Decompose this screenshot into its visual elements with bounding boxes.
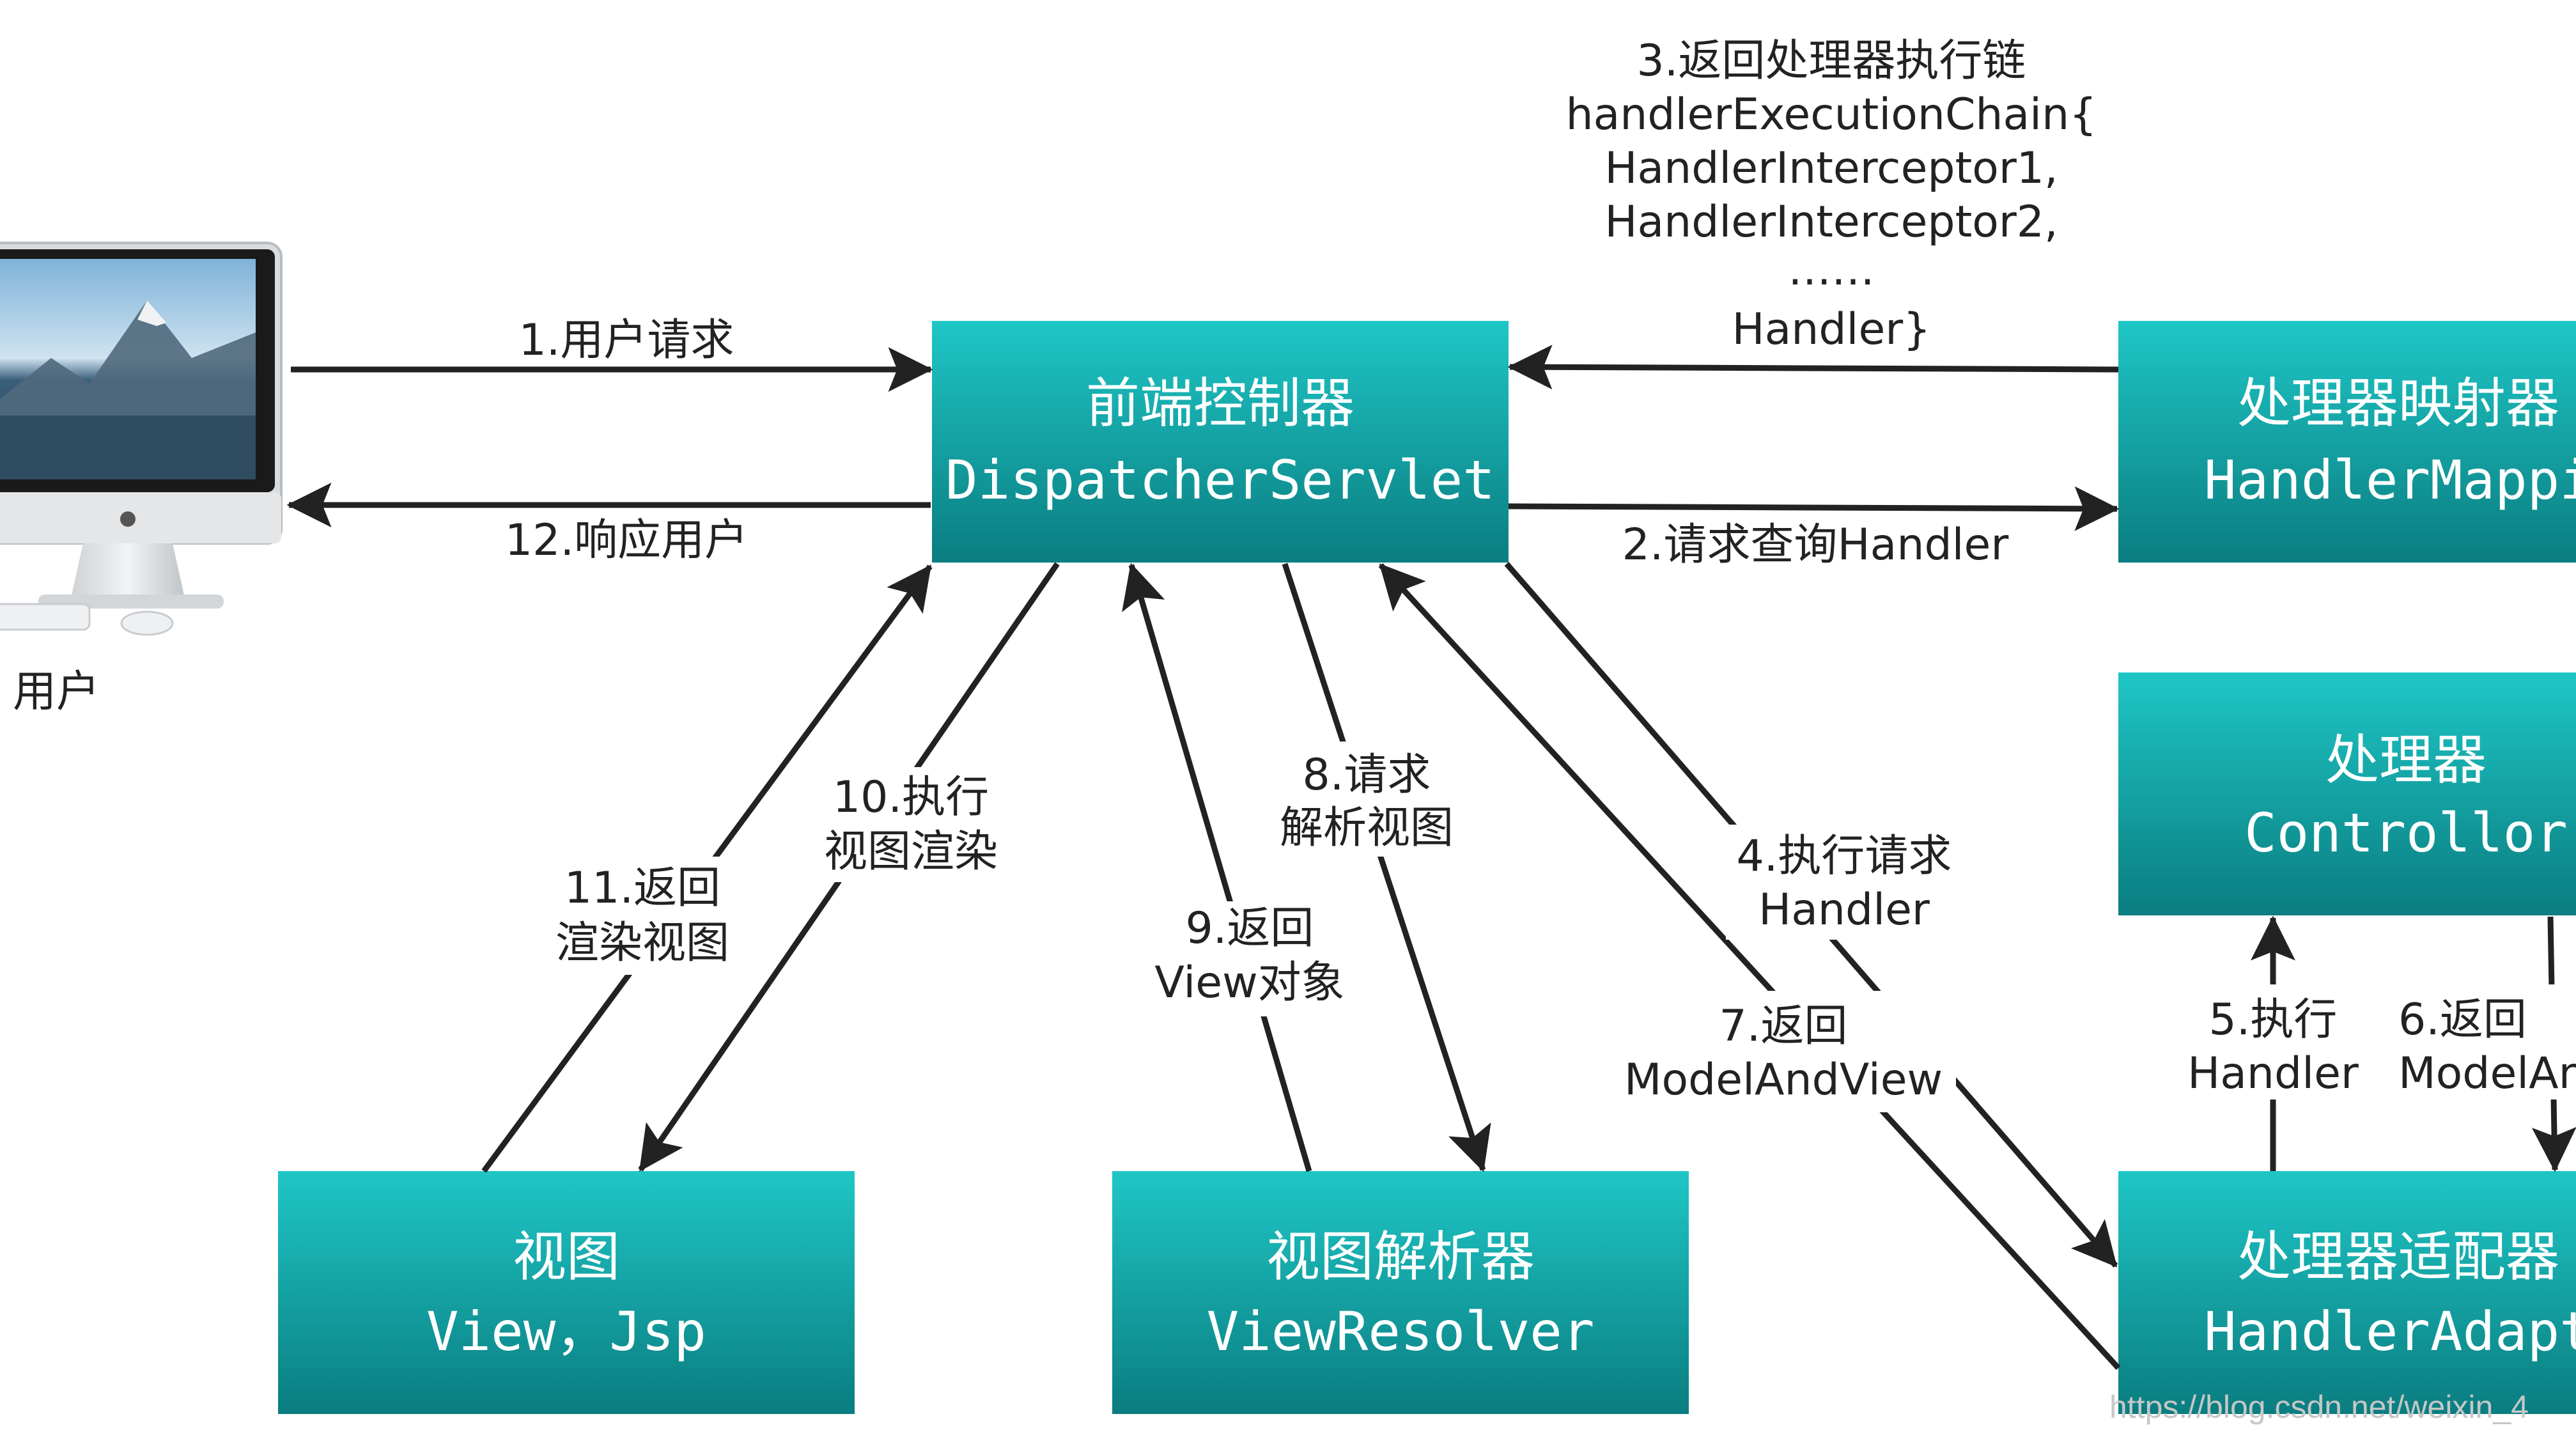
view-title: 视图: [513, 1225, 620, 1288]
controller-title: 处理器: [2325, 729, 2487, 791]
handler-adapter-subtitle: HandlerAdaptor: [2204, 1300, 2576, 1363]
watermark-text: https://blog.csdn.net/weixin_4: [2109, 1389, 2529, 1425]
view-box: 视图 View，Jsp: [278, 1171, 855, 1414]
label-step1: 1.用户请求: [519, 315, 734, 366]
handler-mapping-subtitle: HandlerMapping: [2204, 449, 2576, 511]
svg-text:5.执行: 5.执行: [2209, 995, 2338, 1045]
desktop-computer-icon: [0, 242, 283, 636]
label-step7: 7.返回 ModelAndView: [1624, 1001, 1943, 1105]
label-step6: 6.返回 ModelAndView: [2398, 995, 2576, 1099]
svg-text:Handler}: Handler}: [1732, 304, 1930, 355]
view-resolver-title: 视图解析器: [1266, 1225, 1535, 1288]
label-step4: 4.执行请求 Handler: [1737, 831, 1952, 935]
svg-text:9.返回: 9.返回: [1186, 903, 1314, 954]
svg-text:10.执行: 10.执行: [833, 772, 989, 823]
svg-text:渲染视图: 渲染视图: [555, 918, 729, 968]
svg-text:View对象: View对象: [1154, 958, 1344, 1008]
view-resolver-subtitle: ViewResolver: [1207, 1300, 1595, 1363]
label-step10: 10.执行 视图渲染: [824, 772, 998, 877]
svg-text:ModelAndView: ModelAndView: [1624, 1055, 1943, 1105]
handler-mapping-title: 处理器映射器: [2237, 372, 2559, 435]
svg-text:7.返回: 7.返回: [1719, 1001, 1848, 1052]
handler-mapping-box: 处理器映射器 HandlerMapping: [2118, 321, 2576, 563]
arrow-step8: [1282, 563, 1491, 1172]
handler-adapter-title: 处理器适配器: [2237, 1225, 2559, 1288]
label-step12: 12.响应用户: [505, 515, 748, 566]
handler-adapter-box: 处理器适配器 HandlerAdaptor: [2118, 1171, 2576, 1414]
svg-text:8.请求: 8.请求: [1303, 750, 1431, 800]
arrow-step2: [1508, 486, 2120, 531]
dispatcher-servlet-box: 前端控制器 DispatcherServlet: [932, 321, 1509, 563]
svg-text:HandlerInterceptor2,: HandlerInterceptor2,: [1604, 197, 2058, 247]
label-step5: 5.执行 Handler: [2187, 995, 2359, 1099]
arrow-step7: [1378, 563, 2121, 1371]
svg-text:Handler: Handler: [2187, 1048, 2359, 1099]
svg-text:……: ……: [1788, 245, 1875, 295]
svg-text:HandlerInterceptor1,: HandlerInterceptor1,: [1604, 143, 2058, 194]
svg-text:4.执行请求: 4.执行请求: [1737, 831, 1952, 882]
dispatcher-title: 前端控制器: [1086, 372, 1354, 435]
svg-text:6.返回: 6.返回: [2398, 995, 2527, 1045]
controller-subtitle: Controllor: [2244, 802, 2568, 864]
svg-text:handlerExecutionChain{: handlerExecutionChain{: [1566, 89, 2097, 140]
label-step3: 3.返回处理器执行链 handlerExecutionChain{ Handle…: [1566, 36, 2097, 355]
dispatcher-subtitle: DispatcherServlet: [945, 449, 1495, 511]
label-step11: 11.返回 渲染视图: [555, 863, 729, 968]
arrow-step9: [1122, 563, 1312, 1172]
svg-text:3.返回处理器执行链: 3.返回处理器执行链: [1637, 36, 2026, 86]
user-label: 用户: [13, 667, 100, 717]
label-step9: 9.返回 View对象: [1154, 903, 1344, 1008]
svg-text:11.返回: 11.返回: [564, 863, 720, 913]
arrow-step3: [1507, 345, 2119, 390]
view-resolver-box: 视图解析器 ViewResolver: [1112, 1171, 1689, 1414]
label-step8: 8.请求 解析视图: [1280, 750, 1454, 853]
svg-text:解析视图: 解析视图: [1280, 803, 1454, 853]
svg-text:Handler: Handler: [1758, 885, 1930, 935]
svg-text:视图渲染: 视图渲染: [824, 827, 998, 877]
svg-text:ModelAndView: ModelAndView: [2398, 1048, 2576, 1099]
controller-box: 处理器 Controllor: [2118, 672, 2576, 915]
view-subtitle: View，Jsp: [426, 1300, 706, 1363]
label-step2: 2.请求查询Handler: [1622, 520, 2009, 570]
